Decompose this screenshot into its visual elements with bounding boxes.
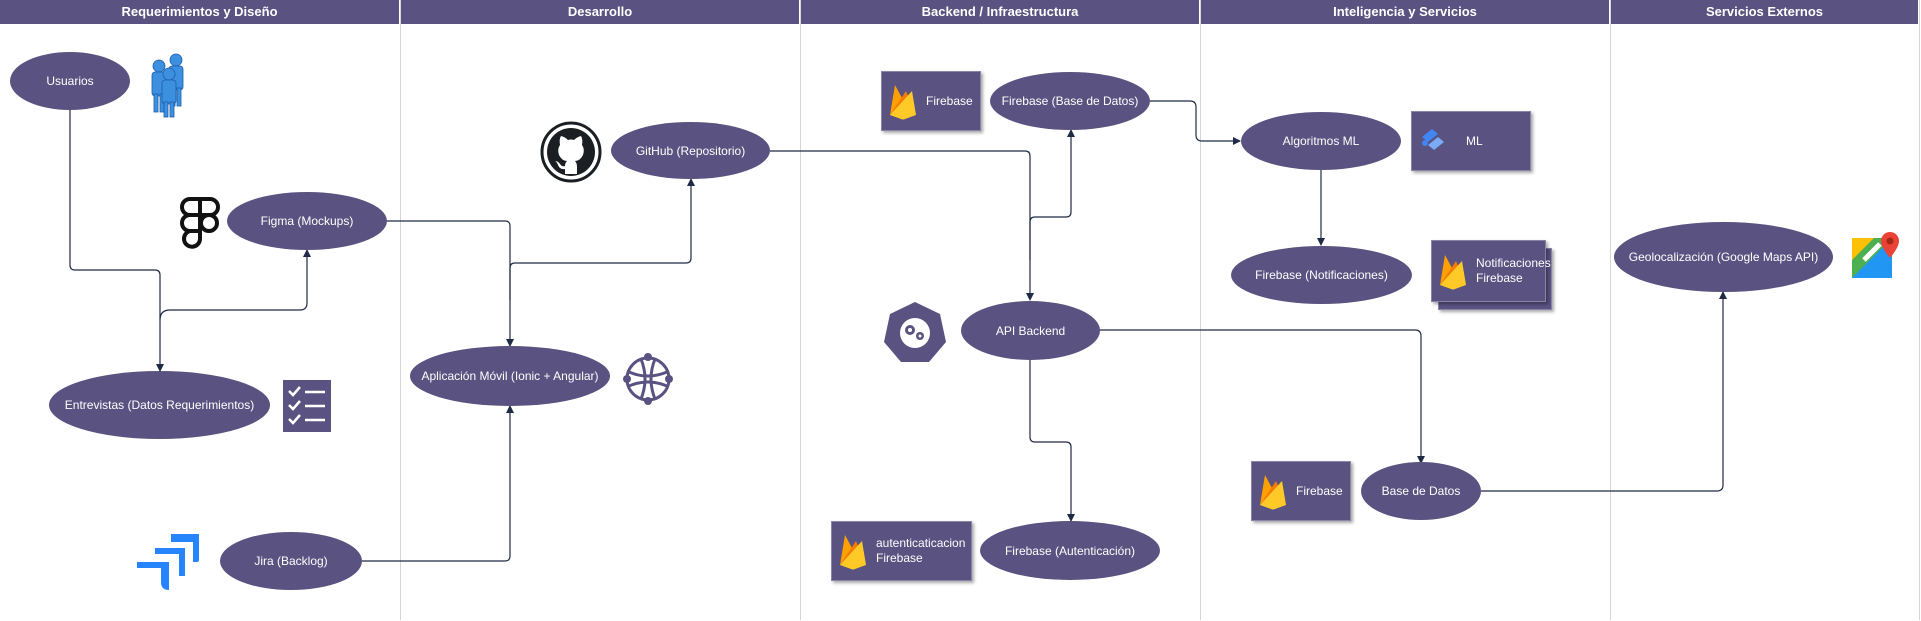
node-app-movil[interactable]: Aplicación Móvil (Ionic + Angular) [410,346,610,406]
vertex-ai-icon [1422,129,1444,150]
jira-logo-icon [137,534,199,590]
kubernetes-gear-icon [884,302,946,362]
lane-header: Requerimientos y Diseño [0,0,400,24]
edge-basedatos-geo [1481,291,1727,492]
badge-firebase-bottom: Firebase [1251,461,1351,521]
badge-label: Firebase [1296,483,1343,498]
badge-ml: ML [1411,111,1531,171]
node-usuarios[interactable]: Usuarios [10,52,130,110]
lane-inteligencia: Inteligencia y Servicios [1201,0,1611,620]
firebase-flame-icon [840,535,866,570]
node-figma[interactable]: Figma (Mockups) [227,192,387,250]
badge-label: Firebase [926,93,973,108]
lane-requerimientos: Requerimientos y Diseño [0,0,401,620]
edge-app-github [509,178,695,300]
node-jira[interactable]: Jira (Backlog) [220,532,362,590]
firebase-flame-icon [1440,255,1466,290]
edge-github-api [770,150,1034,301]
figma-logo-icon [180,197,220,249]
node-base-datos[interactable]: Base de Datos [1361,462,1481,520]
node-firebase-db[interactable]: Firebase (Base de Datos) [990,72,1150,130]
edge-api-firebasedb [1029,129,1075,260]
badge-label: Firebase [1476,271,1523,285]
badge-label: ML [1466,133,1483,148]
badge-label: Notificaciones [1476,256,1551,270]
node-geolocalizacion[interactable]: Geolocalización (Google Maps API) [1614,222,1833,292]
node-github[interactable]: GitHub (Repositorio) [611,122,770,179]
lane-header: Servicios Externos [1611,0,1919,24]
node-entrevistas[interactable]: Entrevistas (Datos Requerimientos) [49,371,270,439]
lane-header: Desarrollo [401,0,800,24]
lane-externos: Servicios Externos [1611,0,1920,620]
node-algoritmos-ml[interactable]: Algoritmos ML [1241,112,1401,170]
edge-figma-app [385,220,514,347]
github-logo-icon [540,121,602,183]
edge-jira-app [362,405,514,562]
checklist-icon [283,380,331,432]
node-firebase-auth[interactable]: Firebase (Autenticación) [980,521,1160,580]
firebase-flame-icon [1260,475,1286,510]
badge-firebase-top: Firebase [881,71,981,131]
badge-label: Firebase [876,551,923,565]
users-group-icon [151,53,184,118]
google-maps-icon [1852,232,1899,278]
edge-entrevistas-figma [159,249,311,321]
edge-usuarios-entrevistas [69,110,164,372]
lane-desarrollo: Desarrollo [401,0,801,620]
edge-firebasedb-ml [1150,100,1241,145]
edge-api-auth [1029,360,1075,522]
firebase-flame-icon [890,85,916,120]
lane-header: Inteligencia y Servicios [1201,0,1610,24]
lane-backend: Backend / Infraestructura [801,0,1201,620]
lane-header: Backend / Infraestructura [801,0,1200,24]
node-firebase-notif[interactable]: Firebase (Notificaciones) [1231,246,1412,304]
globe-network-icon [623,353,673,405]
badge-label: autenticaticacion [876,536,966,550]
node-api-backend[interactable]: API Backend [961,301,1100,360]
edge-api-basedatos [1099,329,1425,464]
